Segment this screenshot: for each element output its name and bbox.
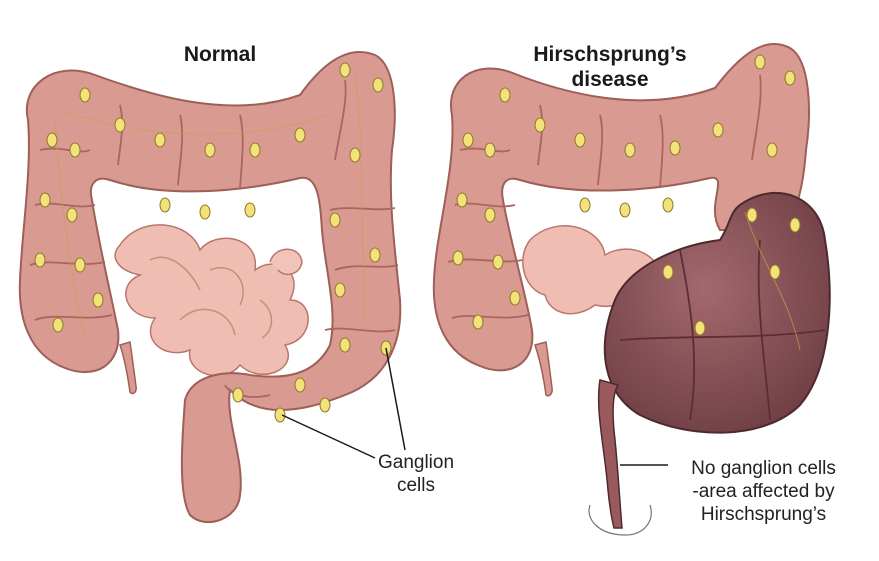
affected-label-line1: No ganglion cells [691, 458, 836, 479]
ganglion-cell [662, 264, 674, 280]
ganglion-cell [199, 204, 211, 220]
enlarged-colon [603, 191, 831, 434]
ganglion-cell [339, 337, 351, 353]
ganglion-cell [766, 142, 778, 158]
ganglion-cell [784, 70, 796, 86]
hirschsprung-title-line1: Hirschsprung’s [533, 43, 687, 66]
ganglion-cell [579, 197, 591, 213]
ganglion-cell [66, 207, 78, 223]
ganglion-cell [754, 54, 766, 70]
ganglion-cell [79, 87, 91, 103]
hirschsprung-title-line2: disease [571, 68, 649, 91]
ganglion-cell [39, 192, 51, 208]
ganglion-cell [499, 87, 511, 103]
ganglion-label-line1: Ganglion [377, 452, 455, 473]
ganglion-cell [232, 387, 244, 403]
ganglion-cell [456, 192, 468, 208]
normal-small-intestine [114, 224, 309, 377]
ganglion-cell [159, 197, 171, 213]
ganglion-cell [204, 142, 216, 158]
ganglion-cell [789, 217, 801, 233]
ganglion-cell [154, 132, 166, 148]
ganglion-cell [534, 117, 546, 133]
ganglion-leader-line-1 [281, 414, 376, 459]
ganglion-cell [74, 257, 86, 273]
ganglion-cell [339, 62, 351, 78]
ganglion-cell [69, 142, 81, 158]
hirschsprung-appendix [534, 341, 553, 397]
ganglion-cell [274, 407, 286, 423]
affected-area-label: No ganglion cells -area affected by Hirs… [656, 457, 871, 526]
ganglion-cell [329, 212, 341, 228]
ganglion-cells-label: Ganglion cells [356, 451, 476, 497]
ganglion-cell [769, 264, 781, 280]
ganglion-cell [624, 142, 636, 158]
ganglion-cell [712, 122, 724, 138]
ganglion-cell [294, 377, 306, 393]
hirschsprung-panel-title: Hirschsprung’s disease [500, 42, 720, 92]
ganglion-cell [372, 77, 384, 93]
ganglion-cell [484, 207, 496, 223]
ganglion-cell [492, 254, 504, 270]
ganglion-cell [462, 132, 474, 148]
ganglion-cell [746, 207, 758, 223]
normal-colon [18, 50, 402, 524]
ganglion-cell [484, 142, 496, 158]
ganglion-cell [249, 142, 261, 158]
ganglion-cell [509, 290, 521, 306]
ganglion-cell [472, 314, 484, 330]
ganglion-cell [694, 320, 706, 336]
ganglion-cell [294, 127, 306, 143]
ganglion-cell [114, 117, 126, 133]
ganglion-cell [349, 147, 361, 163]
ganglion-cell [319, 397, 331, 413]
ganglion-cell [52, 317, 64, 333]
ganglion-cell [662, 197, 674, 213]
narrow-rectum-segment [597, 379, 623, 529]
hirschsprung-ganglion-cells [452, 54, 801, 336]
ganglion-leader-line-2 [385, 347, 406, 451]
ganglion-label-line2: cells [396, 475, 435, 496]
ganglion-cell [92, 292, 104, 308]
ganglion-cell [574, 132, 586, 148]
hirschsprung-colon-group [432, 43, 831, 536]
normal-panel-title: Normal [183, 43, 257, 66]
normal-appendix [119, 341, 137, 395]
ganglion-cell [619, 202, 631, 218]
normal-colon-group [18, 50, 406, 524]
ganglion-cell [334, 282, 346, 298]
normal-ganglion-cells [34, 62, 392, 423]
affected-label-line3: Hirschsprung’s [700, 504, 827, 525]
ganglion-cell [46, 132, 58, 148]
ganglion-cell [244, 202, 256, 218]
ganglion-cell [452, 250, 464, 266]
ganglion-cell [369, 247, 381, 263]
ganglion-cell [669, 140, 681, 156]
affected-label-line2: -area affected by [692, 481, 835, 502]
ganglion-cell [34, 252, 46, 268]
